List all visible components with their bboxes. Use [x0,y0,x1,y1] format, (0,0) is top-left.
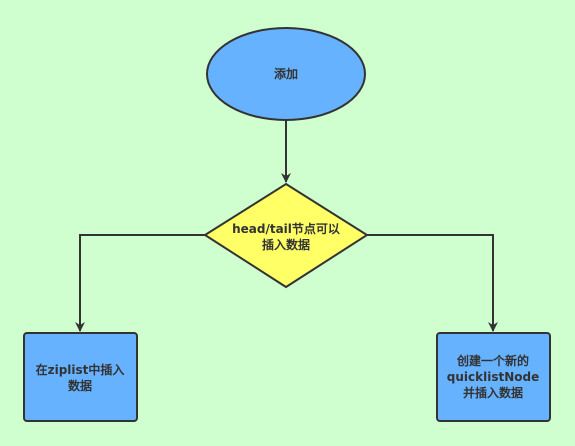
decision-node [203,182,369,289]
right-box-label-line-1: 创建一个新的 [456,353,529,368]
right-box-label-line-3: 并插入数据 [463,385,523,400]
left-box-label-line-2: 数据 [68,378,92,393]
left-process-box [23,332,138,422]
start-node-label: 添加 [274,66,298,81]
right-box-label-line-2: quicklistNode [447,370,539,384]
left-box-label-line-1: 在ziplist中插入 [36,362,125,377]
right-process-box [436,332,551,422]
decision-label-line-2: 插入数据 [262,237,310,252]
decision-label-line-1: head/tail节点可以 [232,221,340,236]
arrow-decision-to-right-box [367,234,498,332]
arrow-decision-to-left-box [75,234,205,332]
start-node [206,27,366,121]
